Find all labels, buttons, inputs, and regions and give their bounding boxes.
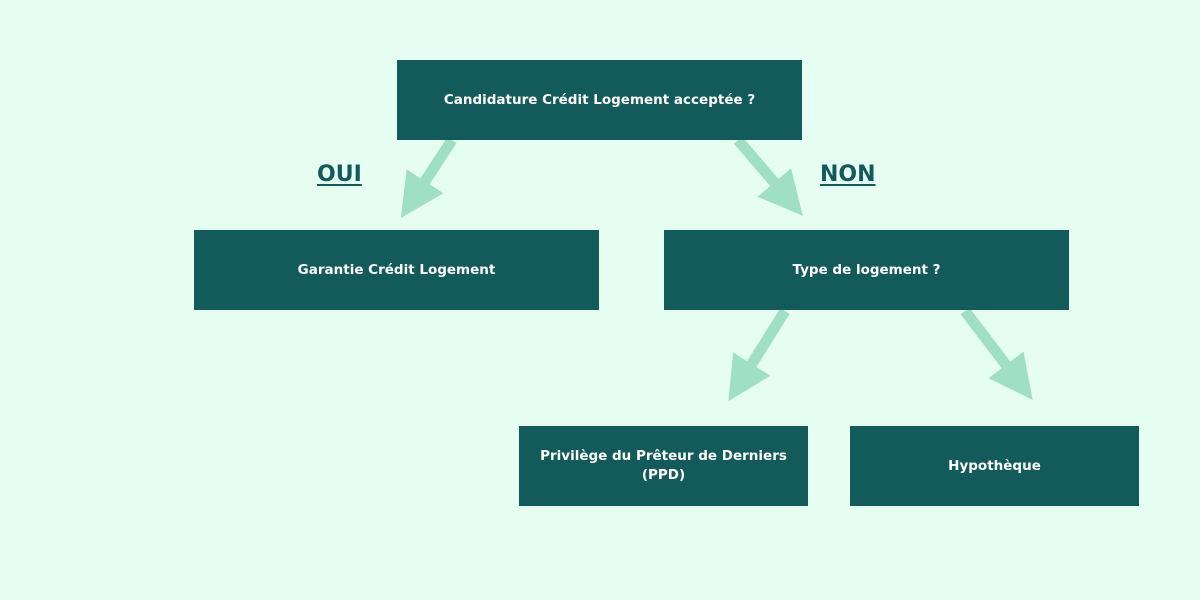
label-yes: OUI xyxy=(317,162,362,187)
node-mortgage: Hypothèque xyxy=(850,426,1139,506)
node-housing-type-text: Type de logement ? xyxy=(792,261,941,278)
node-root-text: Candidature Crédit Logement acceptée ? xyxy=(443,91,756,108)
node-guarantee-text: Garantie Crédit Logement xyxy=(297,261,496,278)
label-no: NON xyxy=(820,162,876,187)
node-mortgage-text: Hypothèque xyxy=(948,457,1041,474)
node-root-question: Candidature Crédit Logement acceptée ? xyxy=(397,60,802,140)
node-guarantee: Garantie Crédit Logement xyxy=(194,230,599,310)
arrow-type-to-ppd xyxy=(728,308,790,402)
arrow-root-to-yes xyxy=(400,136,457,219)
node-ppd: Privilège du Prêteur de Derniers (PPD) xyxy=(519,426,808,506)
node-ppd-text: Privilège du Prêteur de Derniers (PPD) xyxy=(540,448,787,483)
node-housing-type: Type de logement ? xyxy=(664,230,1069,310)
arrow-root-to-no xyxy=(733,136,803,216)
arrow-type-to-mortgage xyxy=(960,307,1033,400)
